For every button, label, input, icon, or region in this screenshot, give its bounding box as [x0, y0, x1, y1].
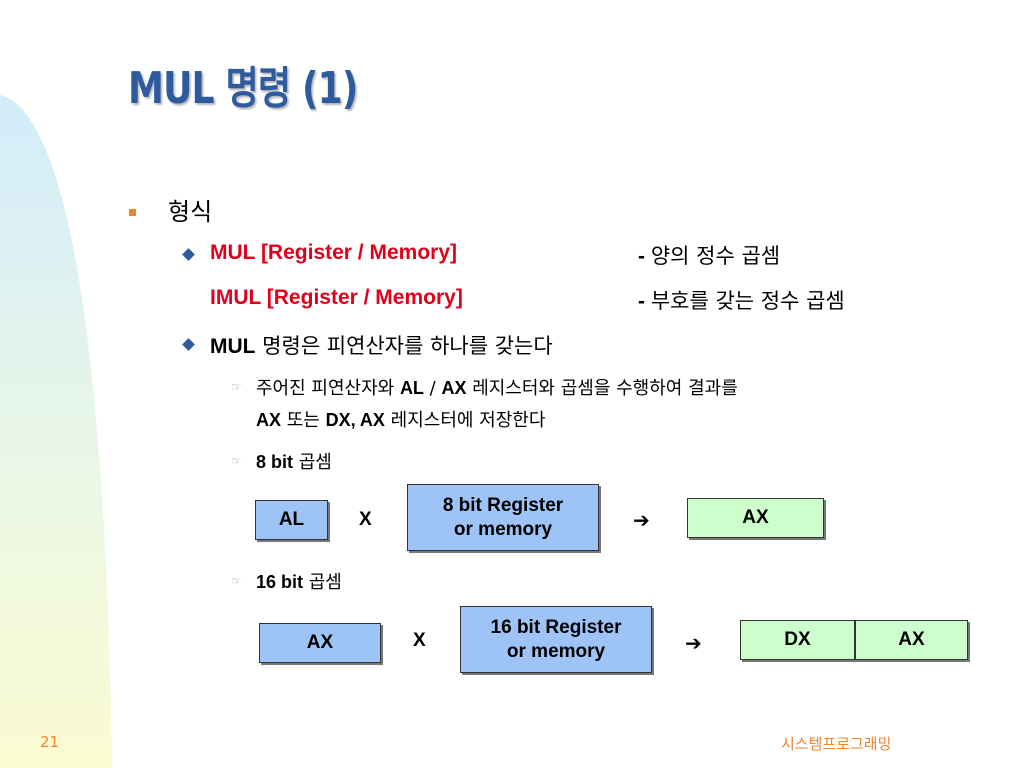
text: 곱셈: [303, 572, 342, 593]
text: 레지스터에 저장한다: [384, 410, 546, 431]
dash: -: [638, 245, 651, 268]
mul-syntax: MUL [Register / Memory]: [210, 241, 457, 264]
text: /: [423, 378, 442, 399]
label-8bit: 8 bit: [256, 452, 294, 472]
sub-8bit: 8 bit 곱셈: [256, 448, 332, 474]
sub-16bit: 16 bit 곱셈: [256, 568, 342, 594]
item-imul-desc: - 부호를 갖는 정수 곱셈: [638, 285, 845, 315]
box-8bit-source: 8 bit Register or memory: [407, 484, 599, 551]
source-line2: or memory: [453, 518, 553, 540]
reg-al: AL: [399, 378, 424, 398]
item-mul-desc: - 양의 정수 곱셈: [638, 240, 780, 270]
slide-title: MUL 명령 (1): [128, 63, 358, 114]
mul-desc: 양의 정수 곱셈: [650, 244, 781, 268]
item-mul-operand: MUL 명령은 피연산자를 하나를 갖는다: [210, 330, 553, 360]
box-result-dx: DX: [740, 620, 855, 660]
page-number: 21: [40, 733, 60, 751]
pointing-hand-icon: ☞: [231, 380, 242, 394]
label-16bit: 16 bit: [256, 572, 304, 592]
text: 곱셈: [293, 452, 332, 473]
source-line1: 16 bit Register: [490, 616, 622, 638]
right-arrow-icon: ➔: [685, 631, 702, 655]
imul-desc: 부호를 갖는 정수 곱셈: [650, 289, 845, 313]
sub-desc-line2: AX 또는 DX, AX 레지스터에 저장한다: [256, 406, 545, 432]
diamond-bullet-icon: [182, 248, 195, 261]
diamond-bullet-icon: [182, 338, 195, 351]
text: 주어진 피연산자와: [256, 378, 400, 399]
reg-ax: AX: [256, 410, 282, 430]
text: 또는: [281, 410, 326, 431]
source-line1: 8 bit Register: [442, 494, 564, 516]
item-imul-syntax: IMUL [Register / Memory]: [210, 285, 463, 310]
imul-syntax: IMUL [Register / Memory]: [210, 286, 463, 309]
right-arrow-icon: ➔: [633, 508, 650, 532]
dash: -: [638, 290, 651, 313]
reg-ax: AX: [441, 378, 467, 398]
box-ax: AX: [259, 623, 381, 663]
heading-format: 형식: [168, 198, 213, 226]
multiply-sign: X: [413, 630, 426, 651]
course-name: 시스템프로그래밍: [781, 735, 892, 753]
sub-desc-line1: 주어진 피연산자와 AL / AX 레지스터와 곱셈을 수행하여 결과를: [256, 374, 738, 400]
box-16bit-source: 16 bit Register or memory: [460, 606, 652, 673]
pointing-hand-icon: ☞: [231, 574, 242, 588]
mul-operand-text: 명령은 피연산자를 하나를 갖는다: [255, 334, 553, 358]
reg-dx-ax: DX, AX: [325, 410, 385, 430]
box-result-ax: AX: [855, 620, 968, 660]
box-al: AL: [255, 500, 328, 540]
text: 레지스터와 곱셈을 수행하여 결과를: [466, 378, 738, 399]
source-line2: or memory: [506, 640, 606, 662]
square-bullet-icon: [129, 209, 136, 216]
multiply-sign: X: [359, 509, 372, 530]
box-result-ax: AX: [687, 498, 824, 538]
pointing-hand-icon: ☞: [231, 454, 242, 468]
item-mul-syntax: MUL [Register / Memory]: [210, 240, 457, 265]
mul-keyword: MUL: [210, 335, 256, 358]
